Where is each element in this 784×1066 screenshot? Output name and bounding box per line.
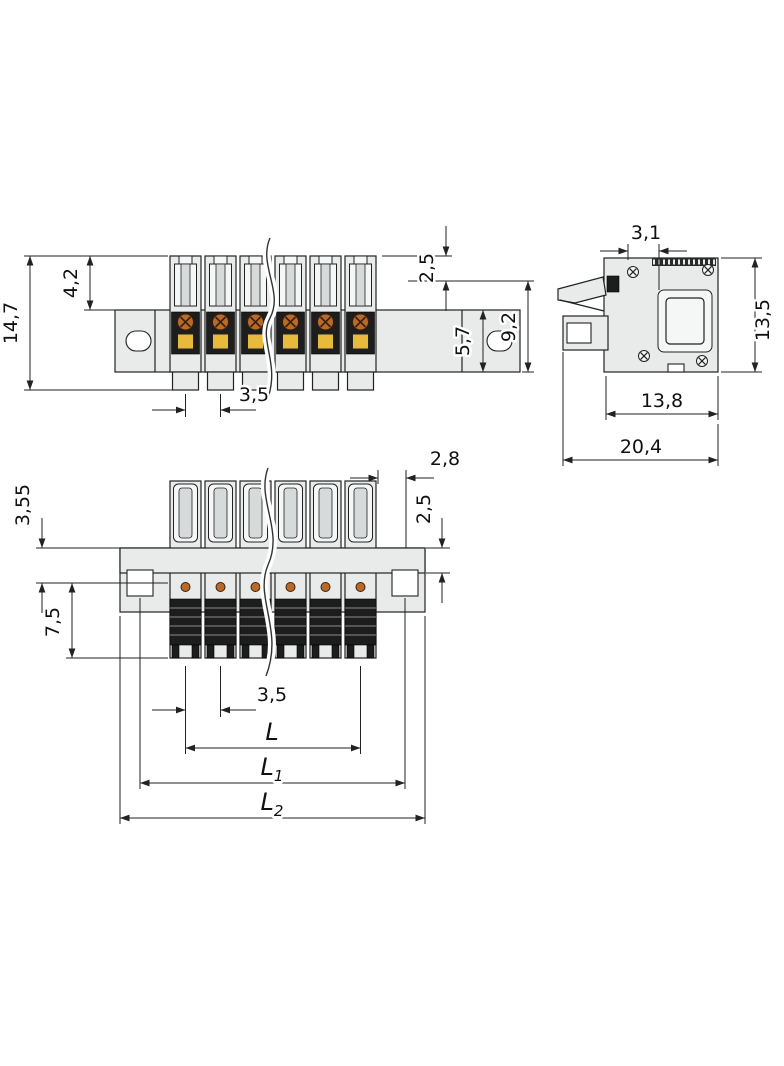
dim-plan-flange-thickness: 2,5 xyxy=(413,494,435,524)
dim-plan-body-width: 7,5 xyxy=(42,607,64,637)
dim-front-top-offset: 2,5 xyxy=(416,253,438,283)
dim-side-height: 13,5 xyxy=(752,299,774,341)
clamp-spring xyxy=(606,275,620,293)
dim-front-total-height: 14,7 xyxy=(0,302,22,344)
dim-plan-length-L: L xyxy=(265,718,278,746)
side-dimensions: 3,1 13,5 13,8 20,4 xyxy=(562,220,777,466)
screw-icon xyxy=(626,265,640,279)
front-view xyxy=(114,236,521,400)
break-line xyxy=(263,467,274,677)
dim-front-pitch: 3,5 xyxy=(239,384,269,406)
screw-icon xyxy=(695,354,709,368)
front-dimensions: 14,7 4,2 2,5 9,2 5,7 3,5 xyxy=(0,226,534,417)
connector-pole xyxy=(309,255,342,391)
dim-side-body-depth: 13,8 xyxy=(641,390,683,412)
break-line xyxy=(265,237,275,399)
bottom-notch xyxy=(667,363,685,373)
fixing-hole-right xyxy=(391,569,419,597)
connector-pole xyxy=(344,255,377,391)
latch-arm xyxy=(559,299,605,312)
plan-view xyxy=(119,466,426,678)
dim-front-rail-height: 5,7 xyxy=(452,326,474,356)
dim-plan-length-L1: L1 xyxy=(261,753,284,785)
screw-icon xyxy=(701,263,715,277)
flange-hole-right xyxy=(486,330,513,352)
dim-plan-length-L2: L2 xyxy=(261,788,284,820)
dim-plan-flange-offset: 3,55 xyxy=(12,484,34,526)
dim-plan-pitch: 3,5 xyxy=(257,684,287,706)
plug-cavity-inner xyxy=(665,297,705,345)
plan-dimensions: 3,55 7,5 2,8 2,5 3,5 L L1 L2 xyxy=(10,446,463,824)
connector-pole xyxy=(204,255,237,391)
dim-front-body-height: 9,2 xyxy=(498,312,520,342)
plug-cavity xyxy=(657,289,713,353)
dim-plan-rear-offset: 2,8 xyxy=(430,448,460,470)
connector-pole xyxy=(169,255,202,391)
screw-icon xyxy=(637,349,651,363)
dim-front-upper-height: 4,2 xyxy=(60,268,82,298)
side-flange-notch xyxy=(566,322,592,344)
dim-side-latch-width: 3,1 xyxy=(631,222,661,244)
flange-hole-left xyxy=(125,330,152,352)
side-view xyxy=(557,257,719,373)
latch-lever xyxy=(557,276,607,304)
connector-pole xyxy=(274,255,307,391)
dim-side-total-depth: 20,4 xyxy=(620,436,662,458)
